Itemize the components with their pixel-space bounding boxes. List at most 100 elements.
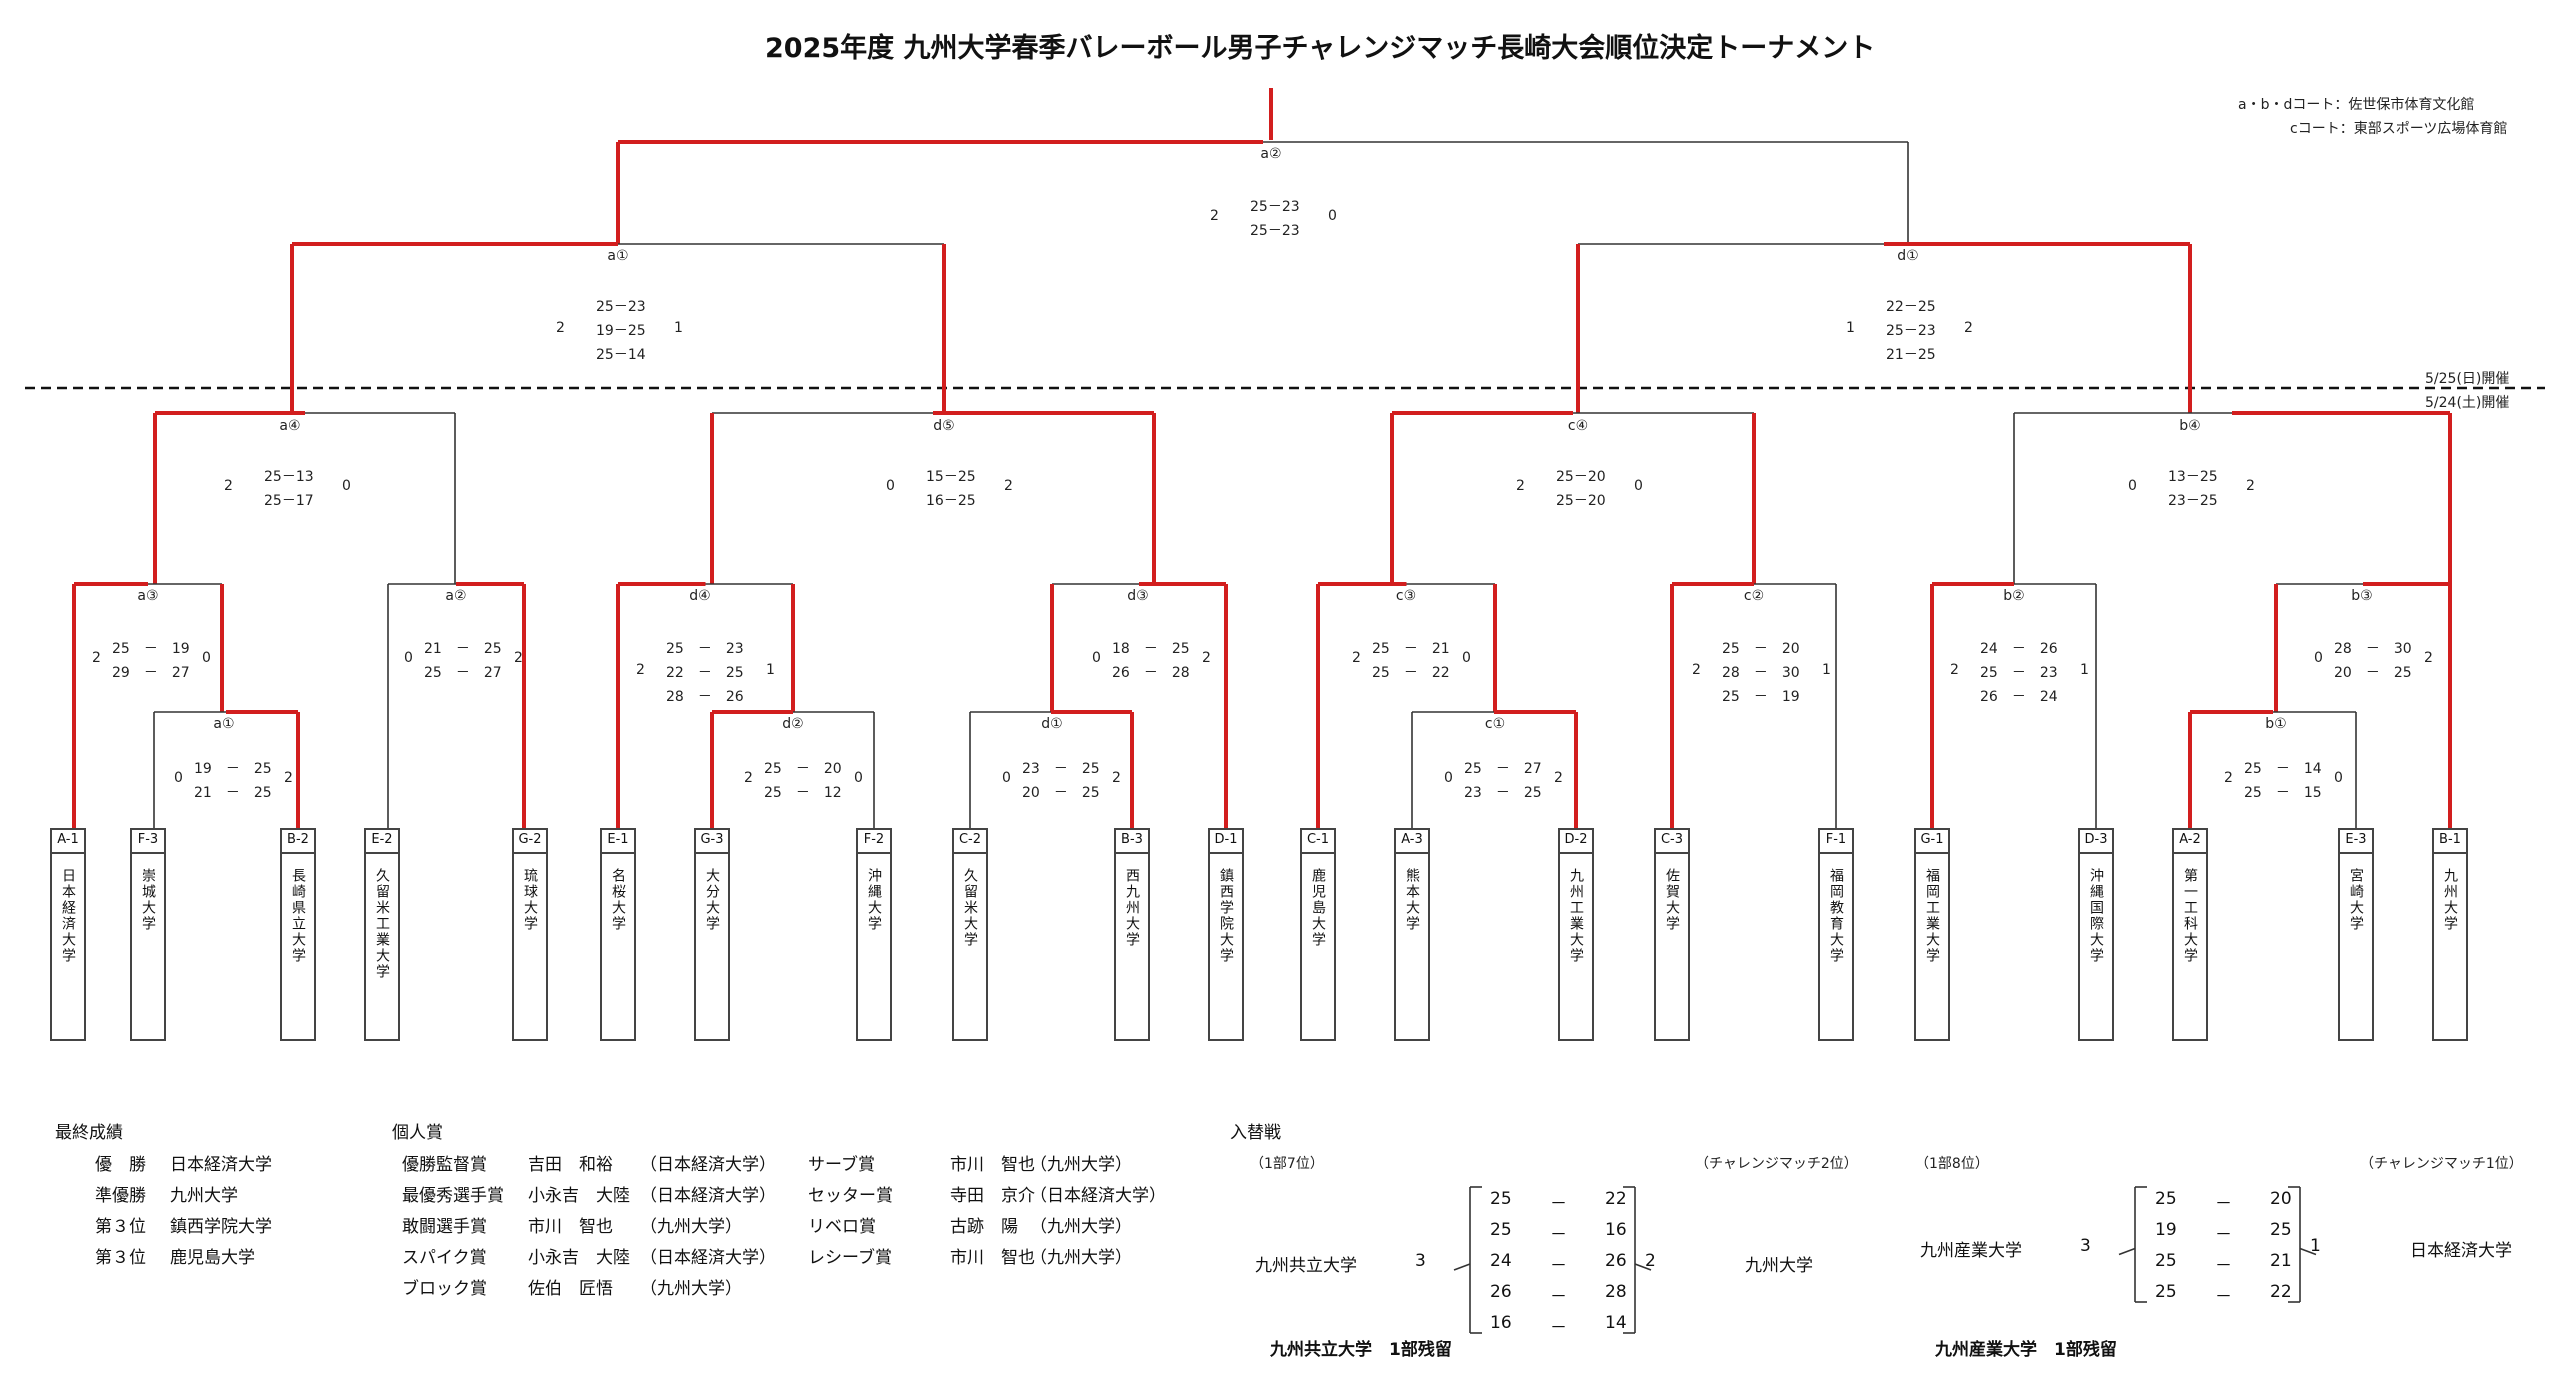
day-label-sunday: 5/25(日)開催	[2425, 371, 2510, 387]
left-team: 九州産業大学	[1920, 1240, 2022, 1261]
set-score: 28 － 30	[1722, 665, 1800, 681]
team-code: B-2	[282, 830, 314, 854]
left-score: 0	[2314, 650, 2323, 666]
set-score: 25 － 19	[1722, 689, 1800, 705]
set-dash: －	[1550, 1225, 1567, 1245]
award-award: サーブ賞	[808, 1155, 875, 1175]
left-score: 2	[2224, 770, 2233, 786]
set-score: 25 － 19	[112, 641, 190, 657]
set-score: 25－14	[596, 347, 646, 363]
award-team: （九州大学）	[1030, 1155, 1132, 1175]
award-name: 市川 智也	[950, 1155, 1035, 1175]
match-label: c③	[1395, 588, 1417, 604]
award-team: （日本経済大学）	[1030, 1186, 1166, 1206]
replacement-result: 九州共立大学 1部残留	[1270, 1340, 1452, 1360]
team-code: E-1	[602, 830, 634, 854]
page-title: 2025年度 九州大学春季バレーボール男子チャレンジマッチ長崎大会順位決定トーナ…	[765, 33, 1876, 64]
left-note: （1部7位）	[1250, 1156, 1324, 1172]
result-rank: 第３位	[95, 1217, 146, 1237]
set-score: 29 － 27	[112, 665, 190, 681]
set-score: 19 － 25	[194, 761, 272, 777]
left-score: 3	[1415, 1251, 1426, 1271]
right-score: 0	[1462, 650, 1471, 666]
set-left: 19	[2155, 1220, 2177, 1240]
set-left: 25	[1490, 1189, 1512, 1209]
result-team: 九州大学	[170, 1186, 238, 1206]
set-score: 25 － 12	[764, 785, 842, 801]
team-code: C-3	[1656, 830, 1688, 854]
team-code: G-1	[1916, 830, 1948, 854]
match-label: a②	[445, 588, 467, 604]
set-right: 21	[2270, 1251, 2292, 1271]
team-code: B-1	[2434, 830, 2466, 854]
brace-line	[2299, 1247, 2317, 1256]
team-name: 九州大学	[2442, 868, 2458, 932]
team-name: 鹿児島大学	[1310, 868, 1326, 948]
left-score: 1	[1846, 320, 1855, 336]
set-left: 16	[1490, 1313, 1512, 1333]
left-score: 3	[2080, 1235, 2091, 1256]
left-score: 2	[1352, 650, 1361, 666]
right-score: 0	[202, 650, 211, 666]
result-rank: 第３位	[95, 1248, 146, 1268]
set-score: 25 － 23	[666, 641, 744, 657]
set-score: 24 － 26	[1980, 641, 2058, 657]
court-note-1: a・b・dコート：佐世保市体育文化館	[2238, 97, 2475, 113]
award-name: 市川 智也	[950, 1248, 1035, 1268]
team-name: 第一工科大学	[2182, 868, 2198, 964]
set-score: 25 － 20	[1722, 641, 1800, 657]
team-name: 佐賀大学	[1664, 868, 1680, 932]
left-score: 0	[2128, 478, 2137, 494]
set-left: 25	[2155, 1282, 2177, 1302]
award-name: 寺田 京介	[950, 1186, 1035, 1206]
set-score: 26 － 28	[1112, 665, 1190, 681]
team-name: 九州工業大学	[1568, 868, 1584, 964]
team-code: B-3	[1116, 830, 1148, 854]
left-score: 0	[1092, 650, 1101, 666]
right-score: 0	[1634, 478, 1643, 494]
court-note-2: cコート：東部スポーツ広場体育館	[2290, 121, 2508, 137]
team-code: C-2	[954, 830, 986, 854]
team-name: 日本経済大学	[60, 868, 76, 964]
right-team: 日本経済大学	[2410, 1240, 2512, 1261]
match-label: d②	[782, 716, 804, 732]
right-score: 0	[1328, 208, 1337, 224]
set-dash: －	[1550, 1287, 1567, 1307]
set-right: 26	[1605, 1251, 1627, 1271]
right-score: 2	[1004, 478, 1013, 494]
award-award: 最優秀選手賞	[402, 1186, 504, 1206]
right-score: 2	[514, 650, 523, 666]
right-score: 2	[1112, 770, 1121, 786]
match-label: d③	[1127, 588, 1149, 604]
set-score: 25 － 27	[424, 665, 502, 681]
set-left: 25	[2155, 1251, 2177, 1271]
result-rank: 準優勝	[95, 1186, 146, 1206]
set-right: 16	[1605, 1220, 1627, 1240]
left-score: 2	[636, 662, 645, 678]
set-score: 25 － 20	[764, 761, 842, 777]
award-name: 小永吉 大陸	[528, 1186, 630, 1206]
team-code: A-1	[52, 830, 84, 854]
set-score: 23 － 25	[1464, 785, 1542, 801]
right-score: 2	[1202, 650, 1211, 666]
team-code: D-3	[2080, 830, 2112, 854]
result-team: 鹿児島大学	[170, 1248, 255, 1268]
right-score: 2	[2424, 650, 2433, 666]
set-dash: －	[2215, 1194, 2232, 1214]
team-name: 沖縄大学	[866, 868, 882, 932]
set-score: 25－17	[264, 493, 314, 509]
award-award: スパイク賞	[402, 1248, 487, 1268]
team-code: A-2	[2174, 830, 2206, 854]
result-team: 日本経済大学	[170, 1155, 272, 1175]
award-team: （九州大学）	[1030, 1217, 1132, 1237]
set-left: 24	[1490, 1251, 1512, 1271]
match-label: b②	[2003, 588, 2025, 604]
set-dash: －	[2215, 1256, 2232, 1276]
